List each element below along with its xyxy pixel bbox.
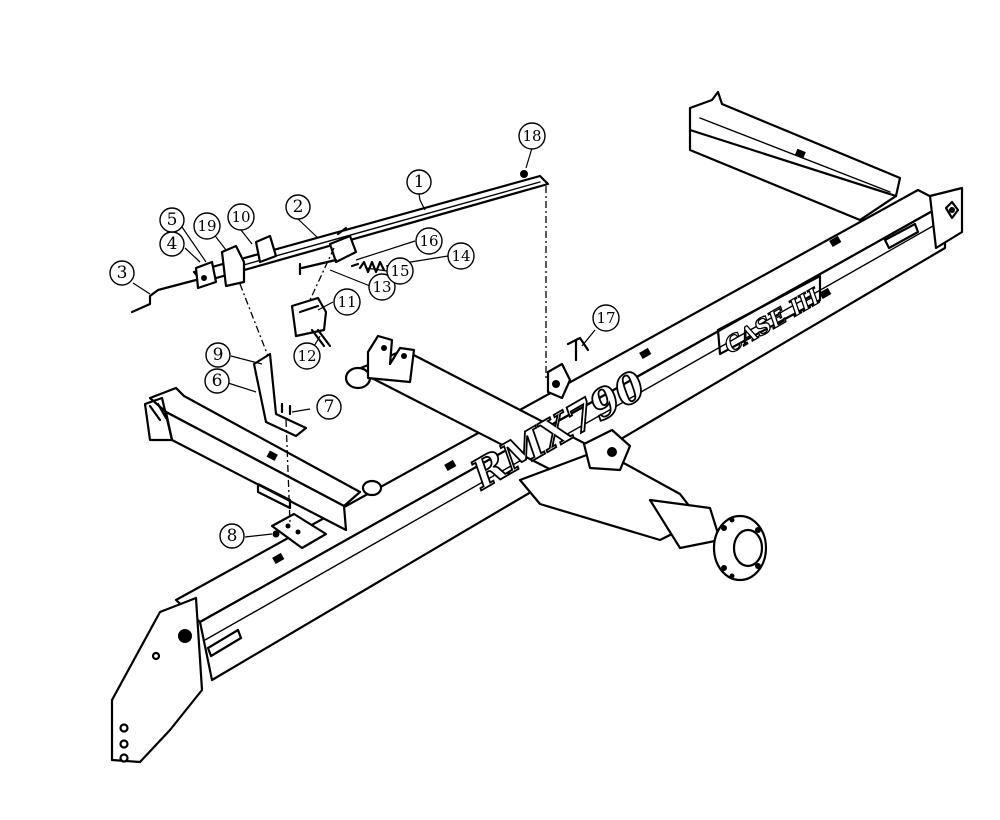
bracket-11	[290, 296, 332, 348]
callout-15: 15	[386, 257, 414, 285]
right-bracket	[546, 336, 590, 400]
callout-3: 3	[109, 260, 135, 286]
svg-text:16: 16	[419, 232, 438, 250]
svg-text:15: 15	[390, 262, 409, 280]
callout-6: 6	[204, 368, 230, 394]
svg-text:4: 4	[167, 234, 178, 254]
rear-cross-member	[688, 90, 902, 222]
inner-frame-member	[143, 386, 383, 532]
callout-17: 17	[592, 304, 620, 332]
callout-4: 4	[159, 231, 185, 257]
svg-text:9: 9	[213, 345, 224, 365]
callout-2: 2	[285, 194, 311, 220]
svg-text:13: 13	[372, 278, 391, 296]
callout-leaders	[132, 147, 596, 538]
svg-text:8: 8	[227, 526, 238, 546]
svg-text:1: 1	[414, 172, 425, 192]
axle-u-bracket	[366, 334, 416, 384]
callout-11: 11	[333, 288, 361, 316]
svg-text:12: 12	[297, 347, 316, 365]
callout-14: 14	[447, 242, 475, 270]
svg-text:7: 7	[324, 397, 335, 417]
svg-text:17: 17	[596, 309, 615, 327]
axle-assembly	[344, 348, 768, 582]
svg-text:6: 6	[212, 371, 223, 391]
callout-12: 12	[293, 342, 321, 370]
callout-13: 13	[368, 273, 396, 301]
linkage-rod-assembly	[130, 170, 550, 314]
svg-text:5: 5	[167, 210, 178, 230]
callout-9: 9	[205, 342, 231, 368]
callout-7: 7	[316, 394, 342, 420]
support-l-bracket	[252, 352, 328, 550]
svg-text:14: 14	[451, 247, 470, 265]
callout-8: 8	[219, 523, 245, 549]
callout-1: 1	[406, 169, 432, 195]
front-mount-plate	[110, 596, 204, 764]
svg-text:18: 18	[522, 127, 541, 145]
callout-16: 16	[415, 227, 443, 255]
callout-5: 5	[159, 207, 185, 233]
callout-10: 10	[227, 203, 255, 231]
svg-text:3: 3	[117, 263, 128, 283]
svg-text:10: 10	[231, 208, 250, 226]
svg-text:11: 11	[337, 293, 356, 311]
callout-18: 18	[518, 122, 546, 150]
svg-text:19: 19	[197, 217, 216, 235]
assembly-guide-lines	[239, 186, 547, 523]
callout-19: 19	[193, 212, 221, 240]
svg-text:2: 2	[293, 197, 304, 217]
